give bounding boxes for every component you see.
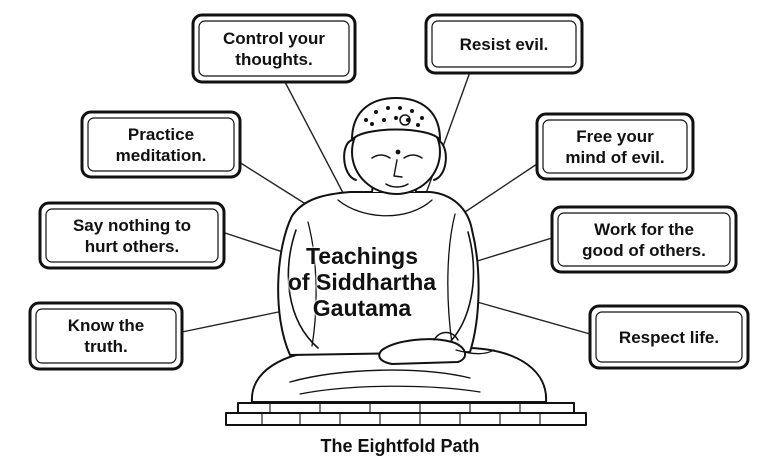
diagram-caption: The Eightfold Path (320, 436, 480, 456)
teaching-say-nothing: Say nothing to hurt others. (72, 215, 192, 256)
teaching-free-mind: Free your mind of evil. (565, 126, 665, 167)
connector-control-thoughts (284, 81, 353, 211)
box-frame-work-good (550, 205, 738, 274)
teaching-work-good: Work for the good of others. (582, 219, 706, 260)
teaching-practice-meditation: Practice meditation. (115, 124, 207, 165)
teaching-resist-evil: Resist evil. (459, 34, 549, 54)
box-frame-respect-life (588, 304, 750, 370)
connector-work-good (473, 237, 553, 263)
connector-respect-life (469, 299, 591, 335)
teaching-respect-life: Respect life. (618, 327, 720, 347)
teaching-know-truth: Know the truth. (67, 316, 145, 356)
teaching-box-frames (28, 13, 750, 371)
box-frame-practice-meditation (80, 110, 242, 179)
box-frame-say-nothing (38, 201, 226, 270)
box-frame-know-truth (28, 301, 184, 371)
connector-know-truth (181, 309, 289, 333)
buddha-statue-illustration (225, 97, 587, 426)
connector-resist-evil (419, 71, 471, 211)
box-frame-control-thoughts (191, 13, 357, 84)
box-frame-free-mind (535, 112, 695, 181)
center-title: Teachings of Siddhartha Gautama (287, 243, 437, 321)
box-frame-resist-evil (424, 13, 584, 75)
teaching-control-thoughts: Control your thoughts. (223, 28, 325, 69)
